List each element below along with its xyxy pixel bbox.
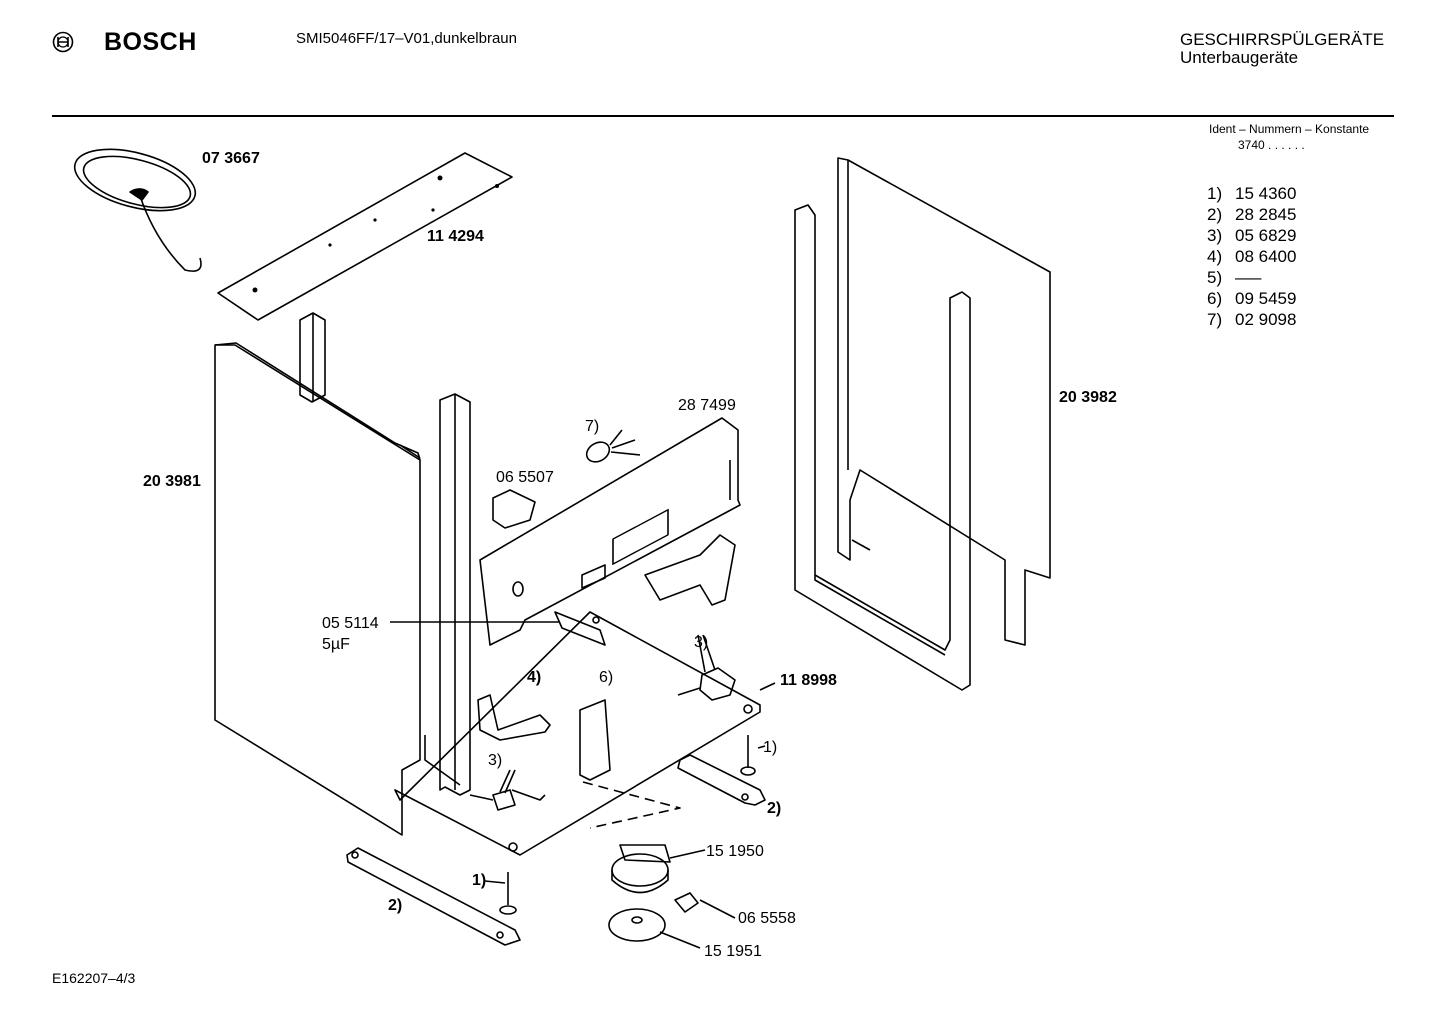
label-disc: 15 1951 bbox=[704, 943, 762, 960]
label-top-strip: 11 4294 bbox=[427, 228, 484, 245]
label-item4: 4) bbox=[527, 669, 542, 686]
legend-item: 6)09 5459 bbox=[1207, 289, 1297, 308]
power-cable-drawing bbox=[73, 148, 202, 272]
brand-name: BOSCH bbox=[104, 28, 197, 56]
ident-title: Ident – Nummern – Konstante bbox=[1209, 122, 1370, 136]
rear-rail-left-drawing bbox=[299, 312, 326, 403]
label-cable: 07 3667 bbox=[202, 150, 260, 167]
front-panel-drawing bbox=[479, 417, 741, 646]
foot-left-drawing bbox=[346, 847, 521, 946]
ident-constant: 3740 . . . . . . bbox=[1238, 138, 1305, 152]
label-switch: 06 5507 bbox=[496, 469, 554, 486]
label-item2-right: 2) bbox=[767, 800, 782, 817]
category-subtitle: Unterbaugeräte bbox=[1180, 48, 1299, 67]
legend-item: 7)02 9098 bbox=[1207, 310, 1297, 329]
hose-fitting-drawing bbox=[644, 534, 736, 606]
legend-list: 1)15 4360 2)28 2845 3)05 6829 4)08 6400 … bbox=[1207, 183, 1296, 330]
top-strip-drawing bbox=[217, 152, 513, 321]
legend-item: 3)05 6829 bbox=[1207, 226, 1297, 245]
footer-code: E162207–4/3 bbox=[52, 970, 136, 986]
header-rule bbox=[52, 115, 1394, 117]
item7-drawing bbox=[585, 429, 641, 463]
legend-item: 4)08 6400 bbox=[1207, 247, 1297, 266]
disc-drawing bbox=[608, 908, 701, 949]
label-pump: 15 1950 bbox=[706, 843, 764, 860]
bosch-logo-icon bbox=[52, 31, 74, 53]
switch-drawing bbox=[492, 489, 536, 529]
legend-item: 2)28 2845 bbox=[1207, 205, 1297, 224]
right-side-panel-drawing bbox=[837, 157, 1051, 646]
label-item1-right: 1) bbox=[763, 739, 778, 756]
label-item2-left: 2) bbox=[388, 897, 403, 914]
base-plate-drawing bbox=[394, 611, 776, 856]
left-side-panel-drawing bbox=[214, 342, 421, 836]
item3-upper-drawing bbox=[699, 667, 736, 701]
category-title: GESCHIRRSPÜLGERÄTE bbox=[1180, 30, 1385, 49]
pump-drawing bbox=[611, 844, 706, 894]
rear-rail-right-drawing bbox=[794, 204, 971, 691]
label-item1-left: 1) bbox=[472, 872, 487, 889]
item6-drawing bbox=[579, 699, 611, 781]
label-item6: 6) bbox=[599, 669, 614, 686]
label-item3-upper: 3) bbox=[694, 634, 709, 651]
label-left-panel: 20 3981 bbox=[143, 473, 201, 490]
capacitor-drawing bbox=[390, 611, 606, 646]
label-item7: 7) bbox=[585, 418, 600, 435]
screw-right-drawing bbox=[740, 735, 756, 776]
item4-drawing bbox=[477, 694, 551, 741]
label-right-panel: 20 3982 bbox=[1059, 389, 1117, 406]
model-title: SMI5046FF/17–V01,dunkelbraun bbox=[296, 30, 517, 47]
front-rail-drawing bbox=[424, 393, 471, 796]
label-front-panel: 28 7499 bbox=[678, 397, 736, 414]
screw-left-drawing bbox=[499, 872, 517, 915]
label-capacitor: 05 5114 bbox=[322, 615, 379, 632]
label-capacitor-value: 5µF bbox=[322, 636, 350, 653]
label-connector: 06 5558 bbox=[738, 910, 796, 927]
label-item3-lower: 3) bbox=[488, 752, 503, 769]
legend-item: 1)15 4360 bbox=[1207, 184, 1297, 203]
item3-lower-drawing bbox=[492, 789, 516, 811]
label-base: 11 8998 bbox=[780, 672, 837, 689]
legend-item: 5)—– bbox=[1207, 268, 1262, 287]
connector-drawing bbox=[674, 892, 699, 913]
foot-right-drawing bbox=[677, 754, 766, 806]
